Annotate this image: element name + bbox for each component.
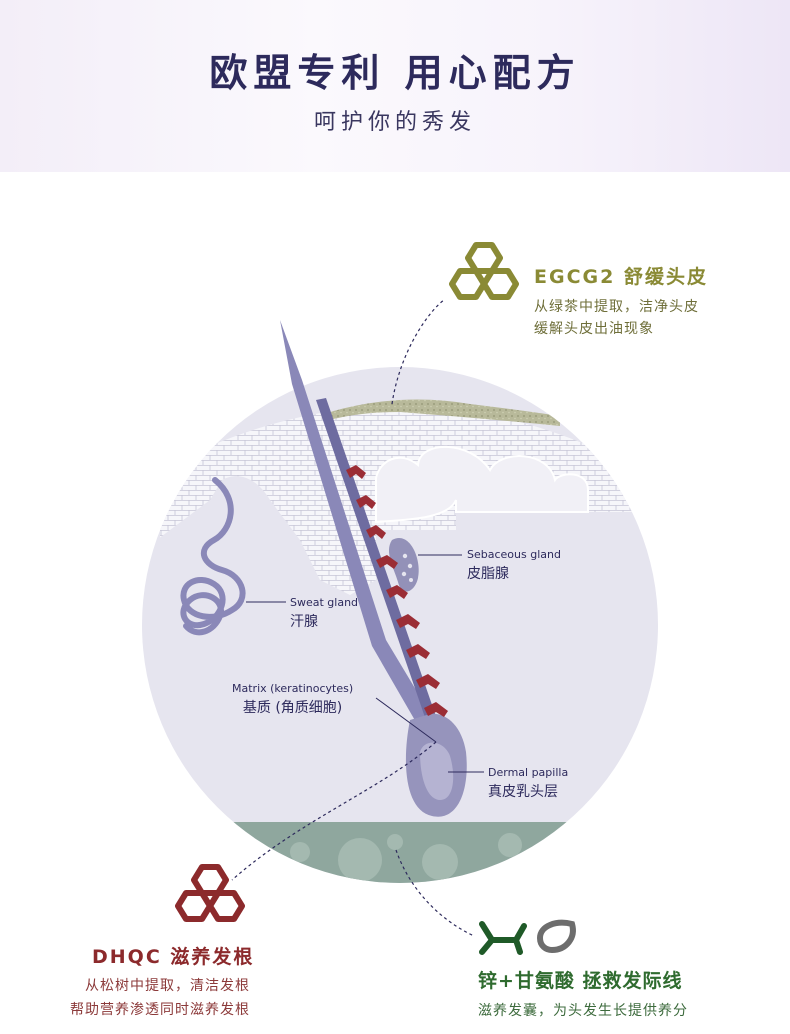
dhqc-description: 从松树中提取，清洁发根 帮助营养渗透同时滋养发根 xyxy=(70,978,250,1018)
egcg-description: 从绿茶中提取，洁净头皮 缓解头皮出油现象 xyxy=(534,299,699,337)
dhqc-title: DHQC 滋养发根 xyxy=(92,946,255,968)
epidermis-layer xyxy=(160,406,640,595)
page-title: 欧盟专利 用心配方 xyxy=(209,51,581,95)
dermal-papilla-shape xyxy=(420,742,454,800)
dermal-papilla-label: Dermal papilla 真皮乳头层 xyxy=(488,766,569,800)
page-subtitle: 呵护你的秀发 xyxy=(313,110,476,135)
egcg-title: EGCG2 舒缓头皮 xyxy=(534,266,708,288)
scalp-surface xyxy=(330,399,560,426)
matrix-label: Matrix (keratinocytes) 基质 (角质细胞) xyxy=(232,682,354,716)
zinc-title: 锌+甘氨酸 拯救发际线 xyxy=(478,970,683,992)
sebaceous-gland-label: Sebaceous gland 皮脂腺 xyxy=(467,548,561,582)
header-banner: 欧盟专利 用心配方 呵护你的秀发 xyxy=(0,0,790,172)
zinc-description: 滋养发囊，为头发生长提供养分 xyxy=(478,1003,688,1019)
hair-stripes xyxy=(346,465,448,717)
molecule-shapes-icon xyxy=(479,919,576,955)
hair-anatomy-diagram xyxy=(142,242,658,955)
hexagon-molecule-icon xyxy=(175,864,245,922)
sweat-gland-label: Sweat gland 汗腺 xyxy=(290,596,359,630)
sweat-gland-coil xyxy=(180,477,246,636)
hexagon-molecule-icon xyxy=(449,242,519,300)
